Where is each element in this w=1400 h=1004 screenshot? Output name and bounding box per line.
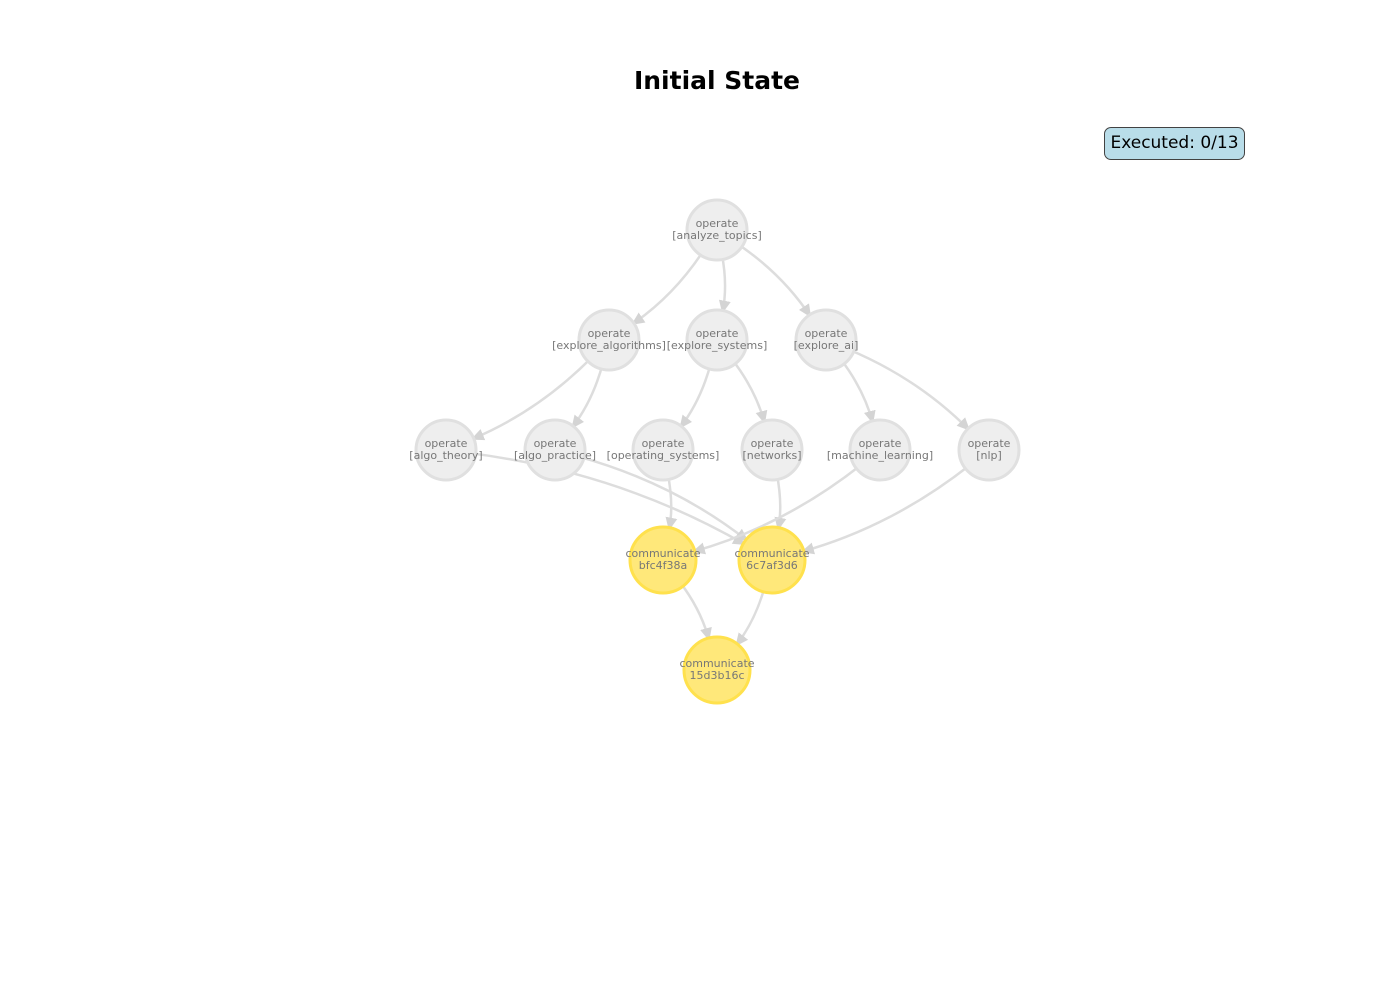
- node-circle-analyze_topics[interactable]: [685, 198, 749, 262]
- node-id-label-algo_practice: [algo_practice]: [514, 449, 596, 462]
- edge-6c7af3d6-to-15d3b16c: [735, 585, 767, 647]
- edge-explore_ai-to-nlp: [847, 348, 971, 431]
- edge-networks-to-6c7af3d6: [774, 473, 787, 531]
- node-algo_practice[interactable]: operate[algo_practice]: [514, 418, 596, 482]
- edge-analyze_topics-to-explore_systems: [718, 253, 731, 314]
- node-circle-explore_algorithms[interactable]: [577, 308, 641, 372]
- node-nlp[interactable]: operate[nlp]: [957, 418, 1021, 482]
- node-explore_algorithms[interactable]: operate[explore_algorithms]: [552, 308, 666, 372]
- node-algo_theory[interactable]: operate[algo_theory]: [409, 418, 483, 482]
- node-networks[interactable]: operate[networks]: [740, 418, 804, 482]
- node-circle-bfc4f38a[interactable]: [628, 525, 698, 595]
- node-id-label-bfc4f38a: bfc4f38a: [639, 559, 688, 572]
- node-kind-label-operating_systems: operate: [642, 437, 685, 450]
- edge-explore_algorithms-to-algo_theory: [470, 356, 594, 441]
- edge-analyze_topics-to-explore_algorithms: [631, 249, 705, 326]
- edge-bfc4f38a-to-15d3b16c: [678, 580, 712, 642]
- edge-algo_practice-to-6c7af3d6: [577, 455, 749, 542]
- node-id-label-15d3b16c: 15d3b16c: [689, 669, 744, 682]
- node-kind-label-bfc4f38a: communicate: [625, 547, 700, 560]
- node-circle-networks[interactable]: [740, 418, 804, 482]
- node-kind-label-machine_learning: operate: [859, 437, 902, 450]
- edge-explore_systems-to-operating_systems: [679, 362, 713, 429]
- edge-algo_theory-to-6c7af3d6: [469, 451, 747, 546]
- node-explore_systems[interactable]: operate[explore_systems]: [667, 308, 767, 372]
- node-id-label-explore_ai: [explore_ai]: [794, 339, 859, 352]
- edge-nlp-to-6c7af3d6: [800, 463, 971, 555]
- node-circle-algo_theory[interactable]: [414, 418, 478, 482]
- edge-operating_systems-to-bfc4f38a: [665, 473, 678, 531]
- node-circle-nlp[interactable]: [957, 418, 1021, 482]
- edge-explore_ai-to-machine_learning: [839, 358, 876, 424]
- node-id-label-nlp: [nlp]: [976, 449, 1002, 462]
- node-circle-machine_learning[interactable]: [848, 418, 912, 482]
- edge-analyze_topics-to-explore_ai: [736, 242, 812, 318]
- node-kind-label-explore_algorithms: operate: [588, 327, 631, 340]
- node-kind-label-algo_practice: operate: [534, 437, 577, 450]
- node-circle-15d3b16c[interactable]: [682, 635, 752, 705]
- node-circle-explore_ai[interactable]: [794, 308, 858, 372]
- node-id-label-algo_theory: [algo_theory]: [409, 449, 482, 462]
- node-kind-label-15d3b16c: communicate: [679, 657, 754, 670]
- nodes-layer: operate[analyze_topics]operate[explore_a…: [409, 198, 1021, 705]
- edge-machine_learning-to-bfc4f38a: [691, 463, 862, 555]
- node-id-label-explore_algorithms: [explore_algorithms]: [552, 339, 666, 352]
- node-analyze_topics[interactable]: operate[analyze_topics]: [672, 198, 762, 262]
- node-id-label-operating_systems: [operating_systems]: [607, 449, 720, 462]
- node-kind-label-nlp: operate: [968, 437, 1011, 450]
- execution-status-badge: [1104, 127, 1245, 160]
- node-id-label-explore_systems: [explore_systems]: [667, 339, 767, 352]
- node-id-label-machine_learning: [machine_learning]: [827, 449, 933, 462]
- execution-status-text: Executed: 0/13: [1110, 133, 1239, 153]
- node-kind-label-explore_systems: operate: [696, 327, 739, 340]
- edge-explore_systems-to-networks: [730, 358, 768, 424]
- node-explore_ai[interactable]: operate[explore_ai]: [794, 308, 859, 372]
- node-machine_learning[interactable]: operate[machine_learning]: [827, 418, 933, 482]
- node-kind-label-6c7af3d6: communicate: [734, 547, 809, 560]
- node-circle-algo_practice[interactable]: [523, 418, 587, 482]
- node-id-label-6c7af3d6: 6c7af3d6: [746, 559, 798, 572]
- diagram-title: Initial State: [633, 66, 801, 95]
- node-kind-label-explore_ai: operate: [805, 327, 848, 340]
- node-circle-6c7af3d6[interactable]: [737, 525, 807, 595]
- node-circle-explore_systems[interactable]: [685, 308, 749, 372]
- node-id-label-networks: [networks]: [743, 449, 802, 462]
- node-id-label-analyze_topics: [analyze_topics]: [672, 229, 762, 242]
- node-kind-label-algo_theory: operate: [425, 437, 468, 450]
- node-operating_systems[interactable]: operate[operating_systems]: [607, 418, 720, 482]
- node-circle-operating_systems[interactable]: [631, 418, 695, 482]
- node-kind-label-analyze_topics: operate: [696, 217, 739, 230]
- node-kind-label-networks: operate: [751, 437, 794, 450]
